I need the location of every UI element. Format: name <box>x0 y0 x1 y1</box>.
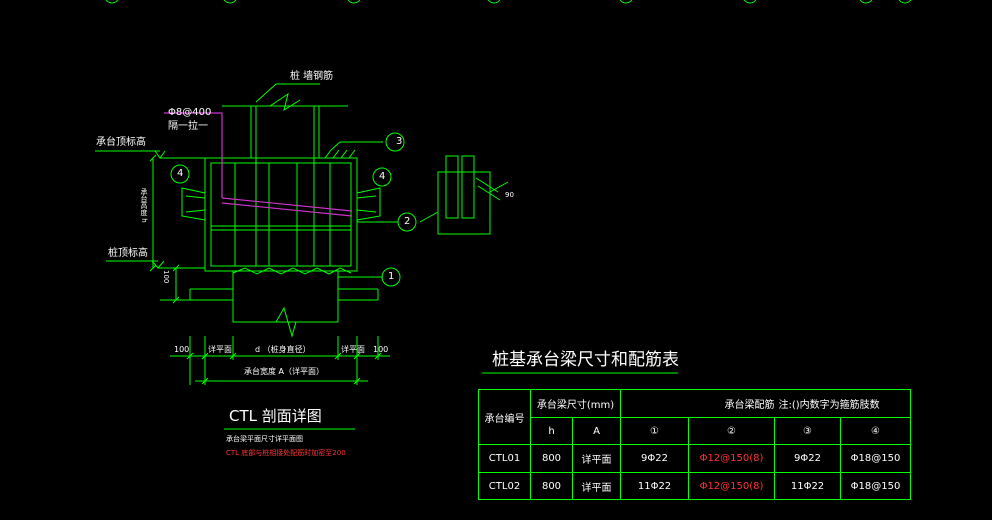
cap-height-label: 承台高度 h <box>140 188 148 223</box>
side-left-label: 详平面 <box>208 345 232 354</box>
row-id: CTL02 <box>478 472 531 500</box>
schedule-title: 桩基承台梁尺寸和配筋表 <box>492 350 679 370</box>
header-a: A <box>571 417 622 445</box>
marker-circle-4-right <box>372 167 392 187</box>
row-a: 详平面 <box>571 444 622 473</box>
dim-100-right: 100 <box>373 345 389 354</box>
row-h: 800 <box>530 444 573 473</box>
row-r4: Φ18@150 <box>840 444 912 473</box>
row-a: 详平面 <box>571 472 622 500</box>
marker-2: 2 <box>404 216 411 227</box>
row-r4: Φ18@150 <box>840 472 912 500</box>
table-row: CTL02 800 详平面 11Φ22 Φ12@150(8) 11Φ22 Φ18… <box>478 472 912 500</box>
marker-circles <box>170 132 417 287</box>
row-h: 800 <box>530 472 573 500</box>
header-c4: ④ <box>840 417 912 445</box>
header-c2: ② <box>688 417 776 445</box>
row-r2: Φ12@150(8) <box>688 472 776 500</box>
marker-3: 3 <box>396 136 403 147</box>
rebar-schedule-table: 承台编号 承台梁尺寸(mm) 承台梁配筋 注:()内数字为箍筋肢数 h A ① … <box>478 389 912 500</box>
row-r1: 9Φ22 <box>620 444 690 473</box>
row-r3: 11Φ22 <box>774 472 842 500</box>
header-note: 注:()内数字为箍筋肢数 <box>774 389 912 418</box>
row-r1: 11Φ22 <box>620 472 690 500</box>
row-id: CTL01 <box>478 444 531 473</box>
stirrup <box>210 162 352 267</box>
bottom-bar <box>232 267 352 275</box>
angle-label: 90 <box>505 191 514 199</box>
header-id: 承台编号 <box>478 389 531 445</box>
vertical-dim-100: 100 <box>162 270 170 284</box>
marker-circle-1 <box>381 267 401 287</box>
rebar-tie-label: 隔一拉一 <box>168 121 208 132</box>
stirrup-detail <box>437 171 491 235</box>
row-r2: Φ12@150(8) <box>688 444 776 473</box>
highlight-rebar <box>164 112 353 217</box>
side-right-label: 详平面 <box>341 345 365 354</box>
rebar-spacing-label: Φ8@400 <box>168 107 212 118</box>
dim-100-left: 100 <box>174 345 190 354</box>
header-c1: ① <box>620 417 690 445</box>
cap-outline <box>204 157 358 272</box>
row-r3: 9Φ22 <box>774 444 842 473</box>
header-rebar: 承台梁配筋 <box>620 389 775 418</box>
marker-4-right: 4 <box>379 171 386 182</box>
table-row: CTL01 800 详平面 9Φ22 Φ12@150(8) 9Φ22 Φ18@1… <box>478 444 912 473</box>
section-title: CTL 剖面详图 <box>229 407 322 425</box>
marker-circle-2 <box>397 212 417 232</box>
section-note-1: 承台梁平面尺寸详平面图 <box>226 435 303 443</box>
pile-outline <box>232 271 339 323</box>
wall-rebar-label: 桩 墙钢筋 <box>290 71 334 82</box>
cap-top-level-label: 承台顶标高 <box>96 137 146 148</box>
section-note-2: CTL 底部与桩相接处配筋时加密至200 <box>226 449 346 457</box>
marker-circle-3 <box>385 132 405 152</box>
pile-diameter-label: d （桩身直径） <box>255 345 311 354</box>
cap-width-label: 承台宽度 A（详平面） <box>244 367 325 376</box>
marker-4-left: 4 <box>177 168 184 179</box>
marker-1: 1 <box>388 271 395 282</box>
marker-circle-4-left <box>170 164 190 184</box>
pile-top-level-label: 桩顶标高 <box>108 248 148 259</box>
wall-outline <box>250 105 320 158</box>
header-size: 承台梁尺寸(mm) <box>529 389 622 418</box>
top-edge-circles <box>105 0 912 4</box>
header-c3: ③ <box>774 417 842 445</box>
section-geometry <box>95 83 678 430</box>
header-h: h <box>530 417 573 445</box>
